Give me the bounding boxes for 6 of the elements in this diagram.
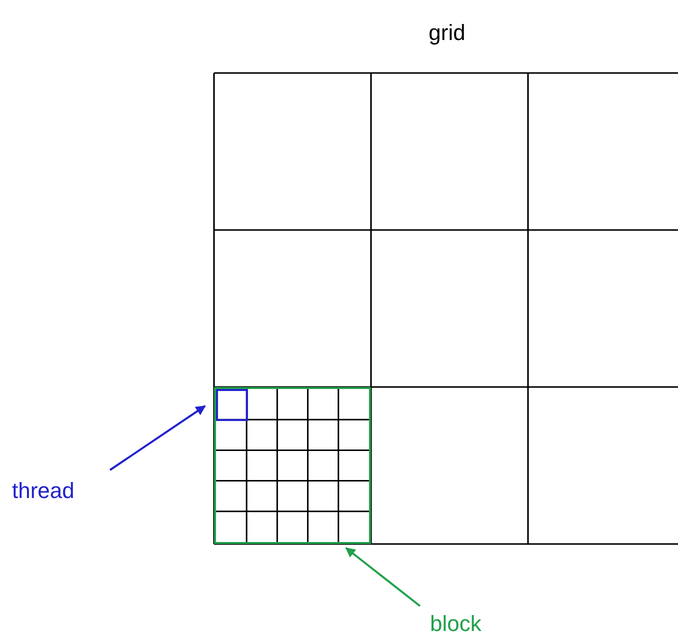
block-label: block [430, 611, 482, 636]
thread-cell [216, 389, 248, 421]
thread-label: thread [12, 478, 74, 504]
arrow [109, 405, 206, 471]
title: grid [428, 20, 466, 46]
arrow [345, 547, 421, 607]
